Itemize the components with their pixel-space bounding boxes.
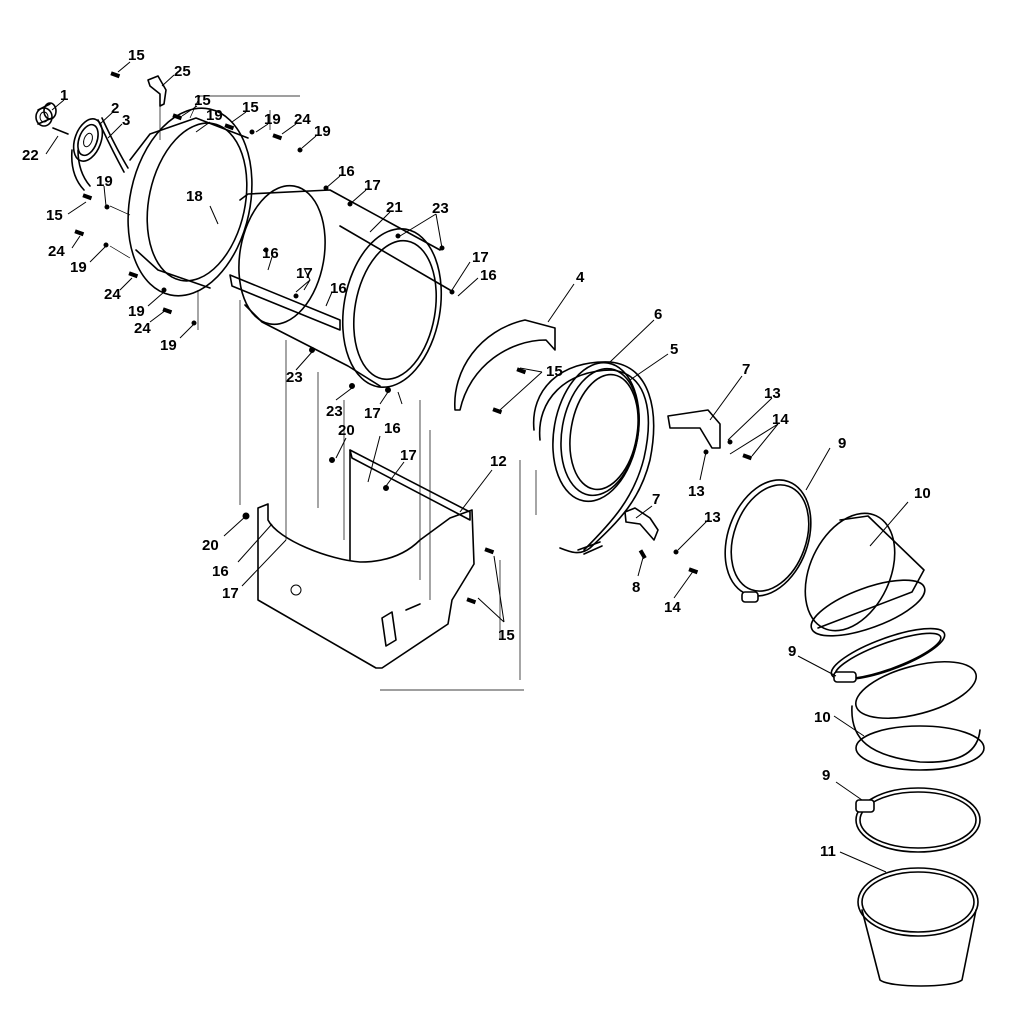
callout-1: 1	[60, 87, 68, 104]
callout-14-lower: 14	[664, 599, 681, 616]
callout-17-base: 17	[222, 585, 239, 602]
callout-19-e: 19	[70, 259, 87, 276]
callout-24-a: 24	[48, 243, 65, 260]
part-21-drum	[229, 184, 451, 389]
callout-18: 18	[186, 188, 203, 205]
callout-13-middle: 13	[688, 483, 705, 500]
callout-25: 25	[174, 63, 191, 80]
callout-23-lower: 23	[326, 403, 343, 420]
callout-3: 3	[122, 112, 130, 129]
callout-13-lower: 13	[704, 509, 721, 526]
callout-2: 2	[111, 100, 119, 117]
callout-16-drum-mid: 16	[330, 280, 347, 297]
callout-5: 5	[670, 341, 678, 358]
callout-8: 8	[632, 579, 640, 596]
callout-15-base: 15	[498, 627, 515, 644]
part-11-bowl	[857, 867, 979, 987]
part-2-3-pulley-belt	[70, 117, 129, 191]
callout-16-drum-left: 16	[262, 245, 279, 262]
callout-19-d: 19	[96, 173, 113, 190]
callout-9-middle: 9	[788, 643, 796, 660]
callout-10-upper: 10	[914, 485, 931, 502]
callout-20-lower: 20	[202, 537, 219, 554]
part-9-band-clamp-middle	[830, 627, 946, 683]
callout-24-top: 24	[294, 111, 311, 128]
callout-14-upper: 14	[772, 411, 789, 428]
callout-23-mid: 23	[286, 369, 303, 386]
callout-17-drum: 17	[296, 265, 313, 282]
part-9-band-clamp-lower	[855, 787, 981, 853]
callout-15-left: 15	[46, 207, 63, 224]
part-7-clamp-lower	[624, 507, 659, 541]
callout-7-upper: 7	[742, 361, 750, 378]
callout-19-f: 19	[128, 303, 145, 320]
part-7-clamp-upper	[667, 409, 721, 449]
callout-20-upper: 20	[338, 422, 355, 439]
part-18-flange	[127, 107, 253, 297]
callout-labels: 1 2 3 4 5 6 7 7 8 9 9 9 10 10 11 12 13 1…	[22, 47, 931, 860]
callout-19-c: 19	[314, 123, 331, 140]
callout-15-ring: 15	[546, 363, 563, 380]
callout-15-top: 15	[128, 47, 145, 64]
part-1-hub	[35, 102, 57, 127]
callout-9-top: 9	[838, 435, 846, 452]
part-5-6-rings	[532, 361, 655, 555]
callout-17-base-right: 17	[400, 447, 417, 464]
part-10-cone-upper	[804, 512, 926, 637]
part-10-cone-lower	[851, 661, 985, 771]
callout-16-top: 16	[338, 163, 355, 180]
callout-13-upper: 13	[764, 385, 781, 402]
callout-19-a: 19	[206, 107, 223, 124]
callout-16-lower: 16	[384, 420, 401, 437]
callout-17-top: 17	[364, 177, 381, 194]
callout-9-lower: 9	[822, 767, 830, 784]
callout-15-upper-right: 15	[242, 99, 259, 116]
construction-lines	[109, 95, 537, 691]
part-25-bracket	[147, 75, 167, 107]
callout-16-base: 16	[212, 563, 229, 580]
callout-24-c: 24	[134, 320, 151, 337]
callout-19-b: 19	[264, 111, 281, 128]
callout-6: 6	[654, 306, 662, 323]
part-artwork	[35, 71, 985, 987]
part-12-base-frame	[257, 449, 475, 669]
callout-15-upper: 15	[194, 92, 211, 109]
callout-10-lower: 10	[814, 709, 831, 726]
part-4-segment	[454, 319, 556, 411]
callout-23-top: 23	[432, 200, 449, 217]
callout-22: 22	[22, 147, 39, 164]
callout-7-lower: 7	[652, 491, 660, 508]
callout-12: 12	[490, 453, 507, 470]
leader-lines	[45, 61, 909, 873]
callout-16-drum-right: 16	[480, 267, 497, 284]
part-22-pin	[52, 127, 69, 135]
callout-11: 11	[820, 843, 836, 860]
callout-24-b: 24	[104, 286, 121, 303]
part-9-band-clamp-top	[724, 479, 812, 603]
callout-19-g: 19	[160, 337, 177, 354]
callout-17-lower: 17	[364, 405, 381, 422]
callout-4: 4	[576, 269, 585, 286]
callout-21: 21	[386, 199, 403, 216]
callout-17-drum-right: 17	[472, 249, 489, 266]
